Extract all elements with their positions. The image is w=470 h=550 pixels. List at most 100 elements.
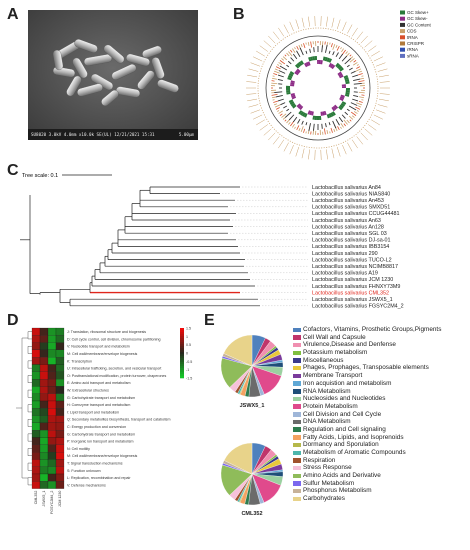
heatmap-row-label: P: Inorganic ion transport and metabolis… xyxy=(67,440,134,444)
gc-content-bar xyxy=(275,95,283,98)
gc-skew-segment xyxy=(331,64,336,70)
heatmap-cell xyxy=(31,430,41,438)
heatmap-row-label: M: Cell wall/membrane/envelope biogenesi… xyxy=(67,352,138,356)
pie-legend-label: Cell Division and Cell Cycle xyxy=(303,410,382,418)
heatmap-cell xyxy=(31,415,41,423)
pie-legend-swatch xyxy=(293,358,301,363)
gene-annotation-tick xyxy=(253,56,263,62)
gc-content-bar xyxy=(335,118,340,126)
sem-image xyxy=(28,10,198,140)
gc-skew-segment xyxy=(339,67,344,72)
pie-legend-label: Carbohydrates xyxy=(303,495,345,503)
gc-content-bar xyxy=(353,95,359,97)
pie-legend-label: Amino Acids and Derivative xyxy=(303,472,381,480)
gene-annotation-tick xyxy=(248,68,259,72)
color-scale-tick: -1.5 xyxy=(186,377,192,381)
heatmap-row-label: D: Cell cycle control, cell division, ch… xyxy=(67,337,160,341)
gc-skew-segment xyxy=(338,73,343,77)
heatmap-cell xyxy=(55,437,65,445)
bacterium-cell xyxy=(137,70,155,90)
gc-content-bar xyxy=(328,122,331,126)
dendrogram-link xyxy=(27,360,32,369)
gene-annotation-tick xyxy=(289,144,294,155)
gc-content-bar xyxy=(338,53,344,60)
cds-tick xyxy=(358,96,365,99)
dendrogram-link xyxy=(27,477,32,486)
heatmap-row-label: O: Posttranslational modification, prote… xyxy=(67,374,166,378)
cds-tick xyxy=(275,107,280,110)
tree-leaf-label: Lactobacillus salivarius JCM 1230 xyxy=(312,277,393,283)
pie-legend-label: Potassium metabolism xyxy=(303,349,368,357)
cds-tick xyxy=(303,128,306,133)
pie-legend-label: Phages, Prophages, Transposable elements xyxy=(303,364,429,372)
heatmap-cell xyxy=(47,415,57,423)
bacterium-cell xyxy=(77,83,103,97)
heatmap-row-label: V: Defense mechanisms xyxy=(67,483,106,487)
gc-content-bar xyxy=(288,114,295,121)
heatmap-cell xyxy=(47,422,57,431)
cds-tick xyxy=(290,49,293,53)
pie-legend-swatch xyxy=(293,389,301,394)
gc-skew-segment xyxy=(339,74,344,79)
pie-slice xyxy=(223,334,253,367)
heatmap-cell xyxy=(39,466,49,475)
heatmap-cell xyxy=(39,430,49,438)
heatmap-cell xyxy=(47,327,57,336)
color-scale-tick: 0 xyxy=(186,352,188,356)
sem-info-text: SU8020 3.0kV 4.0mm x10.0k SE(UL) 12/21/2… xyxy=(31,132,155,137)
tree-leaf-label: Lactobacillus salivarius SMXD51 xyxy=(312,205,390,211)
cds-tick xyxy=(359,77,365,80)
gene-annotation-tick xyxy=(360,35,368,44)
color-scale-step xyxy=(180,370,184,373)
pie-legend-swatch xyxy=(293,450,301,455)
gene-annotation-tick xyxy=(347,142,353,152)
pie-legend-item: Fatty Acids, Lipids, and Isoprenoids xyxy=(293,434,468,442)
cds-tick xyxy=(273,103,278,106)
heatmap-cell xyxy=(47,335,57,343)
bacterium-cell xyxy=(84,54,112,66)
gc-content-bar xyxy=(313,123,315,131)
gene-annotation-tick xyxy=(331,17,335,28)
cds-tick xyxy=(286,52,290,57)
cds-tick xyxy=(300,126,304,133)
pie-legend-swatch xyxy=(293,458,301,463)
gene-annotation-tick xyxy=(336,146,341,157)
cds-tick xyxy=(298,128,301,132)
heatmap-cell xyxy=(39,371,49,380)
heatmap-cell xyxy=(31,444,41,453)
cds-tick xyxy=(337,126,340,131)
color-scale-tick: 1 xyxy=(186,335,188,339)
gc-content-bar xyxy=(321,45,323,53)
pie-legend-item: Miscellaneous xyxy=(293,357,468,365)
heatmap-cell xyxy=(55,400,65,409)
heatmap-row-label: G: Carbohydrate transport and metabolism xyxy=(67,396,135,400)
cds-tick xyxy=(349,119,352,122)
gc-skew-segment xyxy=(326,113,330,119)
pie-label: CML352 xyxy=(241,511,262,517)
gc-content-bar xyxy=(279,65,288,71)
heatmap-cell xyxy=(31,400,41,409)
cds-tick xyxy=(358,91,365,94)
dendrogram-link xyxy=(27,462,32,471)
gc-content-bar xyxy=(341,55,348,62)
pie-legend-label: Metabolism of Aromatic Compounds xyxy=(303,449,406,456)
dendrogram-link xyxy=(27,375,32,383)
heatmap-cell xyxy=(55,349,65,358)
gene-annotation-tick xyxy=(295,19,300,30)
cds-tick xyxy=(348,115,354,120)
gc-skew-segment xyxy=(329,63,334,69)
tree-leaf-label: Lactobacillus salivarius IBB3154 xyxy=(312,244,389,250)
cds-tick xyxy=(345,51,348,55)
gene-annotation-tick xyxy=(259,124,268,131)
cds-tick xyxy=(351,115,355,118)
pie-legend-item: Metabolism of Aromatic Compounds xyxy=(293,449,468,457)
heatmap-cell xyxy=(31,422,41,431)
cds-tick xyxy=(358,105,362,108)
gc-skew-segment xyxy=(307,61,311,66)
gc-skew-segment xyxy=(305,62,310,67)
gc-content-bar xyxy=(346,64,350,68)
gene-annotation-tick xyxy=(289,21,294,32)
gc-content-bar xyxy=(287,60,292,65)
